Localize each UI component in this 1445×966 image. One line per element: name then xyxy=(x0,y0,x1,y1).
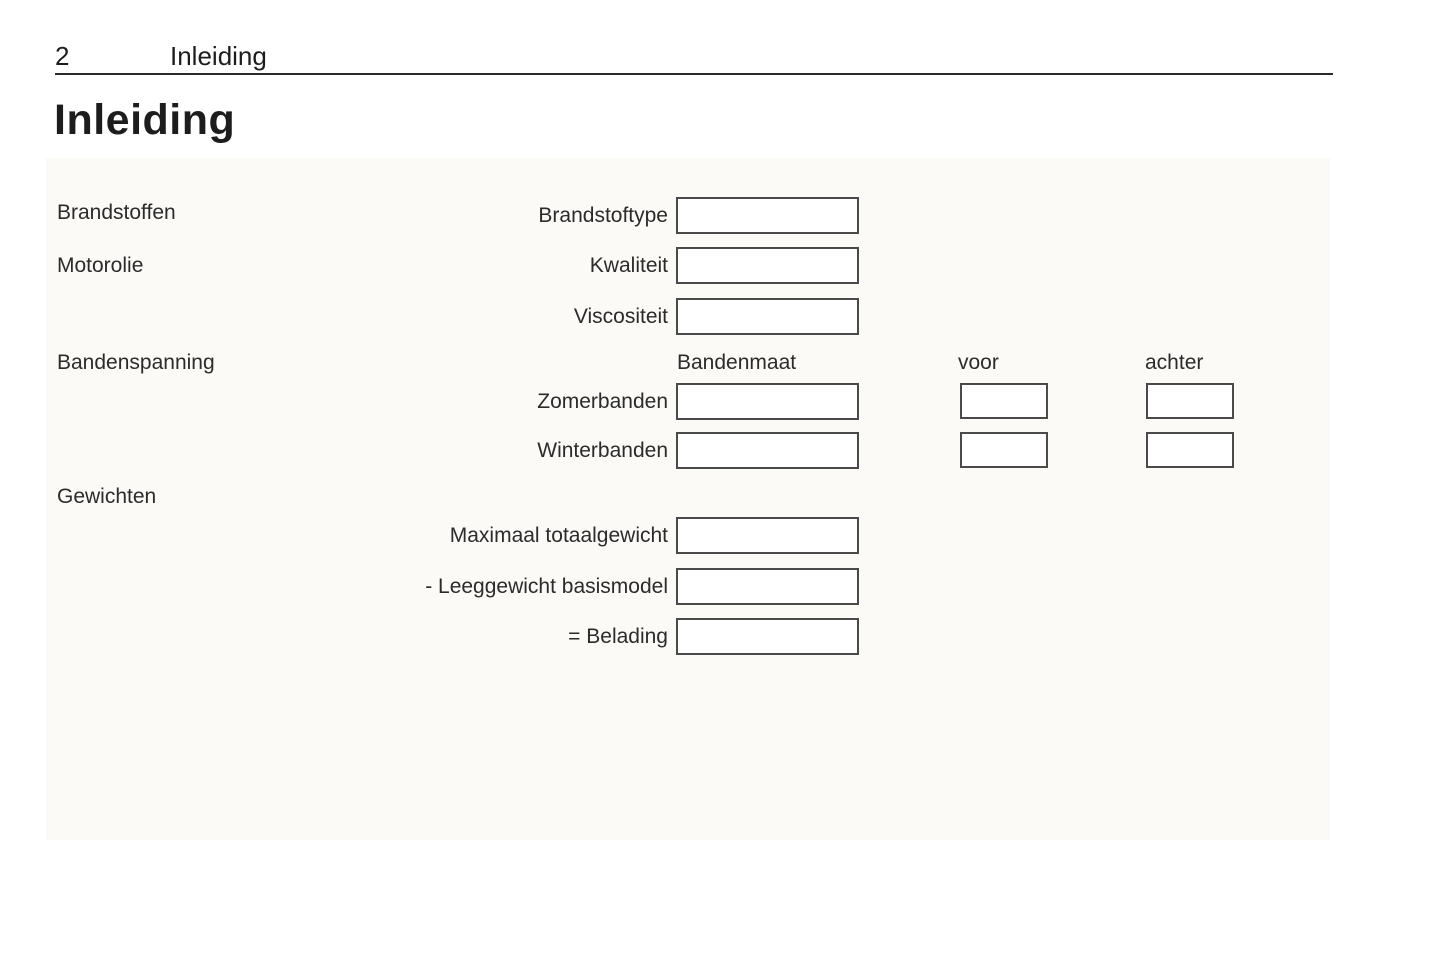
summer-tyres-label: Zomerbanden xyxy=(537,390,668,413)
fuel-type-input[interactable] xyxy=(676,197,859,234)
section-label-weights: Gewichten xyxy=(57,485,157,508)
section-label-fuels: Brandstoffen xyxy=(57,201,176,224)
max-total-weight-label: Maximaal totaalgewicht xyxy=(449,524,668,547)
oil-viscosity-input[interactable] xyxy=(676,298,859,335)
winter-tyres-front-pressure-input[interactable] xyxy=(960,432,1048,468)
page-number: 2 xyxy=(55,41,70,71)
specifications-panel: Brandstoffen Motorolie Bandenspanning Ge… xyxy=(46,158,1330,840)
kerb-weight-label: - Leeggewicht basismodel xyxy=(425,575,668,598)
section-label-engine-oil: Motorolie xyxy=(57,254,144,277)
kerb-weight-input[interactable] xyxy=(676,568,859,605)
max-total-weight-input[interactable] xyxy=(676,517,859,554)
winter-tyres-size-input[interactable] xyxy=(676,432,859,469)
summer-tyres-front-pressure-input[interactable] xyxy=(960,383,1048,419)
oil-quality-label: Kwaliteit xyxy=(589,254,668,277)
summer-tyres-size-input[interactable] xyxy=(676,383,859,420)
oil-quality-input[interactable] xyxy=(676,247,859,284)
winter-tyres-label: Winterbanden xyxy=(537,439,668,462)
fuel-type-label: Brandstoftype xyxy=(538,204,668,227)
running-head-title: Inleiding xyxy=(170,41,267,71)
section-label-tyre-pressure: Bandenspanning xyxy=(57,351,215,374)
column-header-tyre-size: Bandenmaat xyxy=(677,351,797,374)
payload-input[interactable] xyxy=(676,618,859,655)
column-header-front: voor xyxy=(958,351,999,374)
summer-tyres-rear-pressure-input[interactable] xyxy=(1146,383,1234,419)
oil-viscosity-label: Viscositeit xyxy=(573,305,668,328)
running-header: 2 Inleiding xyxy=(55,42,1333,75)
column-header-rear: achter xyxy=(1145,351,1204,374)
payload-label: = Belading xyxy=(568,625,668,648)
winter-tyres-rear-pressure-input[interactable] xyxy=(1146,432,1234,468)
page-title: Inleiding xyxy=(54,96,236,144)
